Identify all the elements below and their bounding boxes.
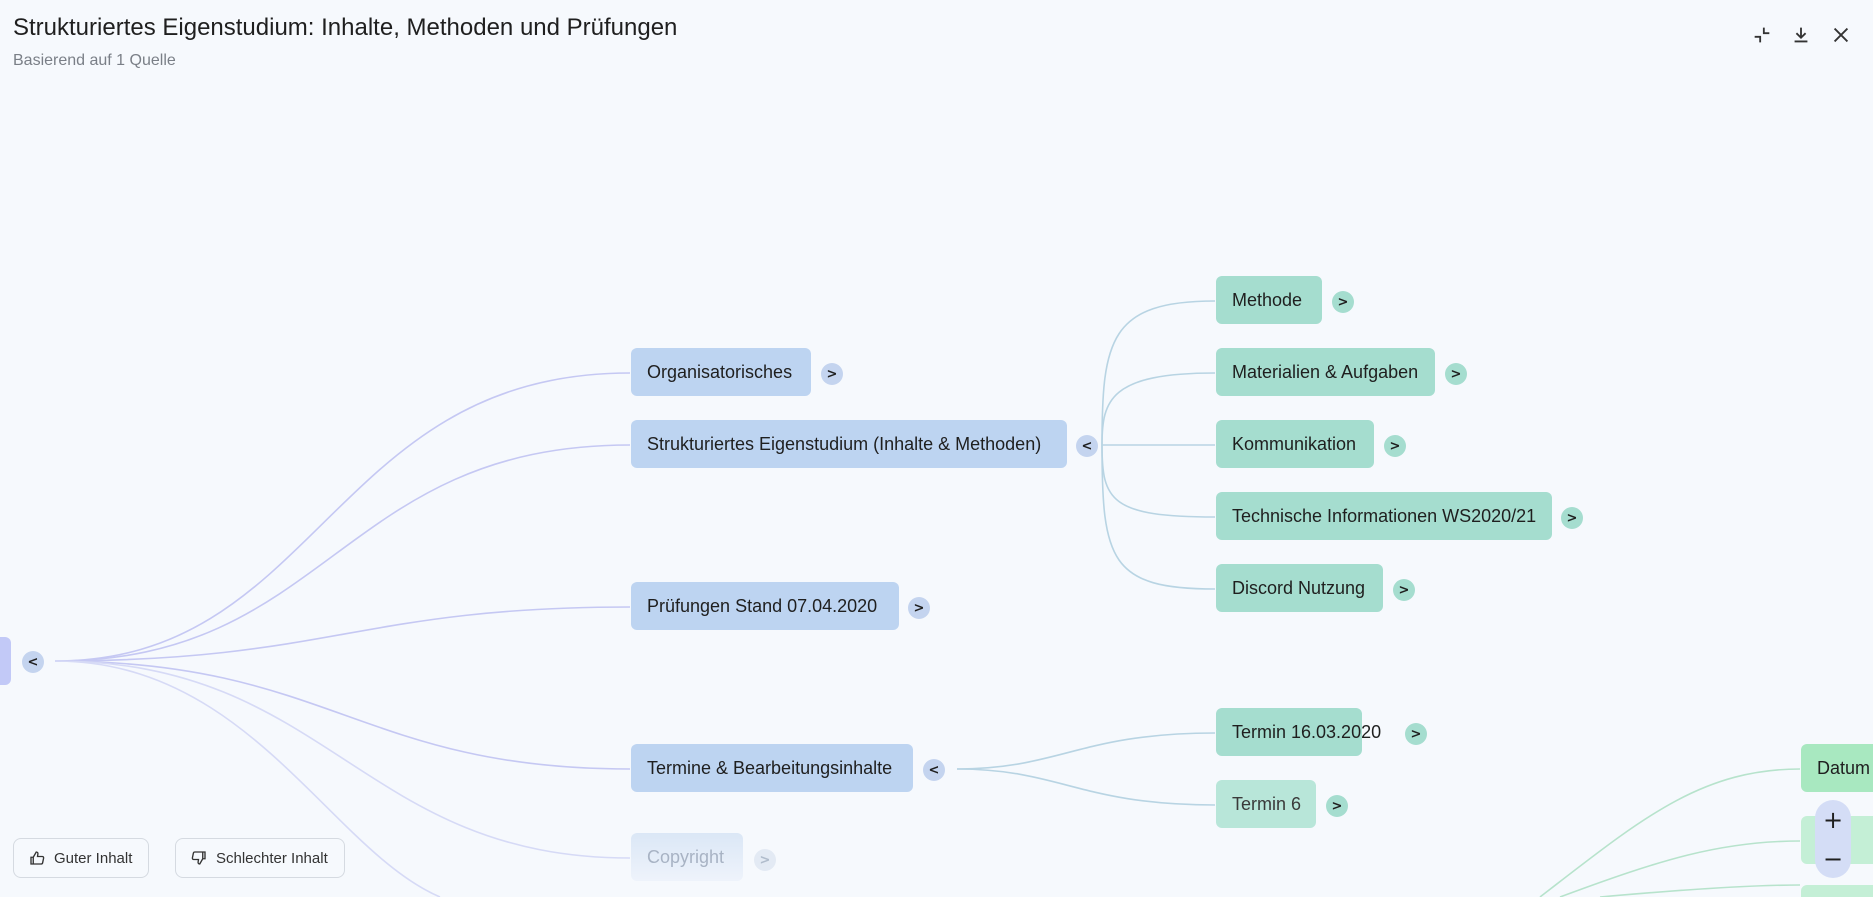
collapse-button[interactable] bbox=[1747, 20, 1777, 50]
node-technische-informationen[interactable]: Technische Informationen WS2020/21 bbox=[1216, 492, 1552, 540]
expand-materialien[interactable]: > bbox=[1445, 363, 1467, 385]
good-content-label: Guter Inhalt bbox=[54, 849, 133, 867]
root-node[interactable] bbox=[0, 637, 11, 685]
zoom-out-button[interactable]: − bbox=[1822, 844, 1844, 873]
edge-termin-zeit bbox=[1559, 840, 1801, 897]
node-materialien[interactable]: Materialien & Aufgaben bbox=[1216, 348, 1435, 396]
node-pruefungen[interactable]: Prüfungen Stand 07.04.2020 bbox=[631, 582, 899, 630]
edge-root-copyright bbox=[54, 660, 631, 859]
download-icon bbox=[1794, 27, 1808, 43]
node-offscreen[interactable] bbox=[1801, 885, 1873, 897]
edge-termin-datum bbox=[1539, 768, 1801, 897]
collapse-termine[interactable]: < bbox=[923, 759, 945, 781]
expand-copyright[interactable]: > bbox=[754, 849, 776, 871]
close-icon bbox=[1833, 27, 1849, 43]
zoom-in-button[interactable]: + bbox=[1822, 805, 1844, 834]
page-title: Strukturiertes Eigenstudium: Inhalte, Me… bbox=[13, 14, 678, 41]
node-eigenstudium[interactable]: Strukturiertes Eigenstudium (Inhalte & M… bbox=[631, 420, 1067, 468]
expand-termin-6[interactable]: > bbox=[1326, 795, 1348, 817]
thumbs-up-icon bbox=[30, 851, 45, 865]
source-count: Basierend auf 1 Quelle bbox=[13, 52, 176, 69]
bad-content-button[interactable]: Schlechter Inhalt bbox=[175, 838, 345, 878]
expand-pruefungen[interactable]: > bbox=[908, 597, 930, 619]
expand-termin-16-03[interactable]: > bbox=[1405, 723, 1427, 745]
edge-methods-discord bbox=[1101, 444, 1216, 590]
expand-kommunikation[interactable]: > bbox=[1384, 435, 1406, 457]
expand-discord[interactable]: > bbox=[1393, 579, 1415, 601]
edge-methods-technische bbox=[1101, 444, 1216, 518]
bad-content-label: Schlechter Inhalt bbox=[216, 849, 328, 867]
close-button[interactable] bbox=[1826, 20, 1856, 50]
expand-organisatorisches[interactable]: > bbox=[821, 363, 843, 385]
collapse-icon bbox=[1754, 27, 1770, 43]
node-termine[interactable]: Termine & Bearbeitungsinhalte bbox=[631, 744, 913, 792]
expand-technische-informationen[interactable]: > bbox=[1561, 507, 1583, 529]
node-termin-6[interactable]: Termin 6 bbox=[1216, 780, 1316, 828]
node-methode[interactable]: Methode bbox=[1216, 276, 1322, 324]
edge-root-pruefungen bbox=[54, 606, 631, 662]
node-copyright[interactable]: Copyright bbox=[631, 833, 743, 881]
edge-methods-materialien bbox=[1101, 372, 1216, 446]
node-discord[interactable]: Discord Nutzung bbox=[1216, 564, 1383, 612]
edge-termin-offscreen bbox=[1599, 884, 1801, 897]
node-datum[interactable]: Datum bbox=[1801, 744, 1873, 792]
node-kommunikation[interactable]: Kommunikation bbox=[1216, 420, 1374, 468]
edge-root-organisatorisches bbox=[54, 372, 631, 662]
node-organisatorisches[interactable]: Organisatorisches bbox=[631, 348, 811, 396]
root-toggle[interactable]: < bbox=[22, 651, 44, 673]
download-button[interactable] bbox=[1786, 20, 1816, 50]
edge-root-eigenstudium bbox=[54, 444, 631, 662]
expand-methode[interactable]: > bbox=[1332, 291, 1354, 313]
edge-root-offscreen bbox=[54, 660, 441, 897]
zoom-controls: + − bbox=[1815, 800, 1851, 878]
node-termin-16-03[interactable]: Termin 16.03.2020 bbox=[1216, 708, 1381, 756]
edge-termine-termin6 bbox=[956, 768, 1216, 806]
thumbs-down-icon bbox=[191, 851, 206, 865]
good-content-button[interactable]: Guter Inhalt bbox=[13, 838, 150, 878]
collapse-eigenstudium[interactable]: < bbox=[1076, 435, 1098, 457]
edge-termine-termin1 bbox=[956, 732, 1216, 770]
edge-root-termine bbox=[54, 660, 631, 770]
edge-methods-methode bbox=[1101, 300, 1216, 446]
